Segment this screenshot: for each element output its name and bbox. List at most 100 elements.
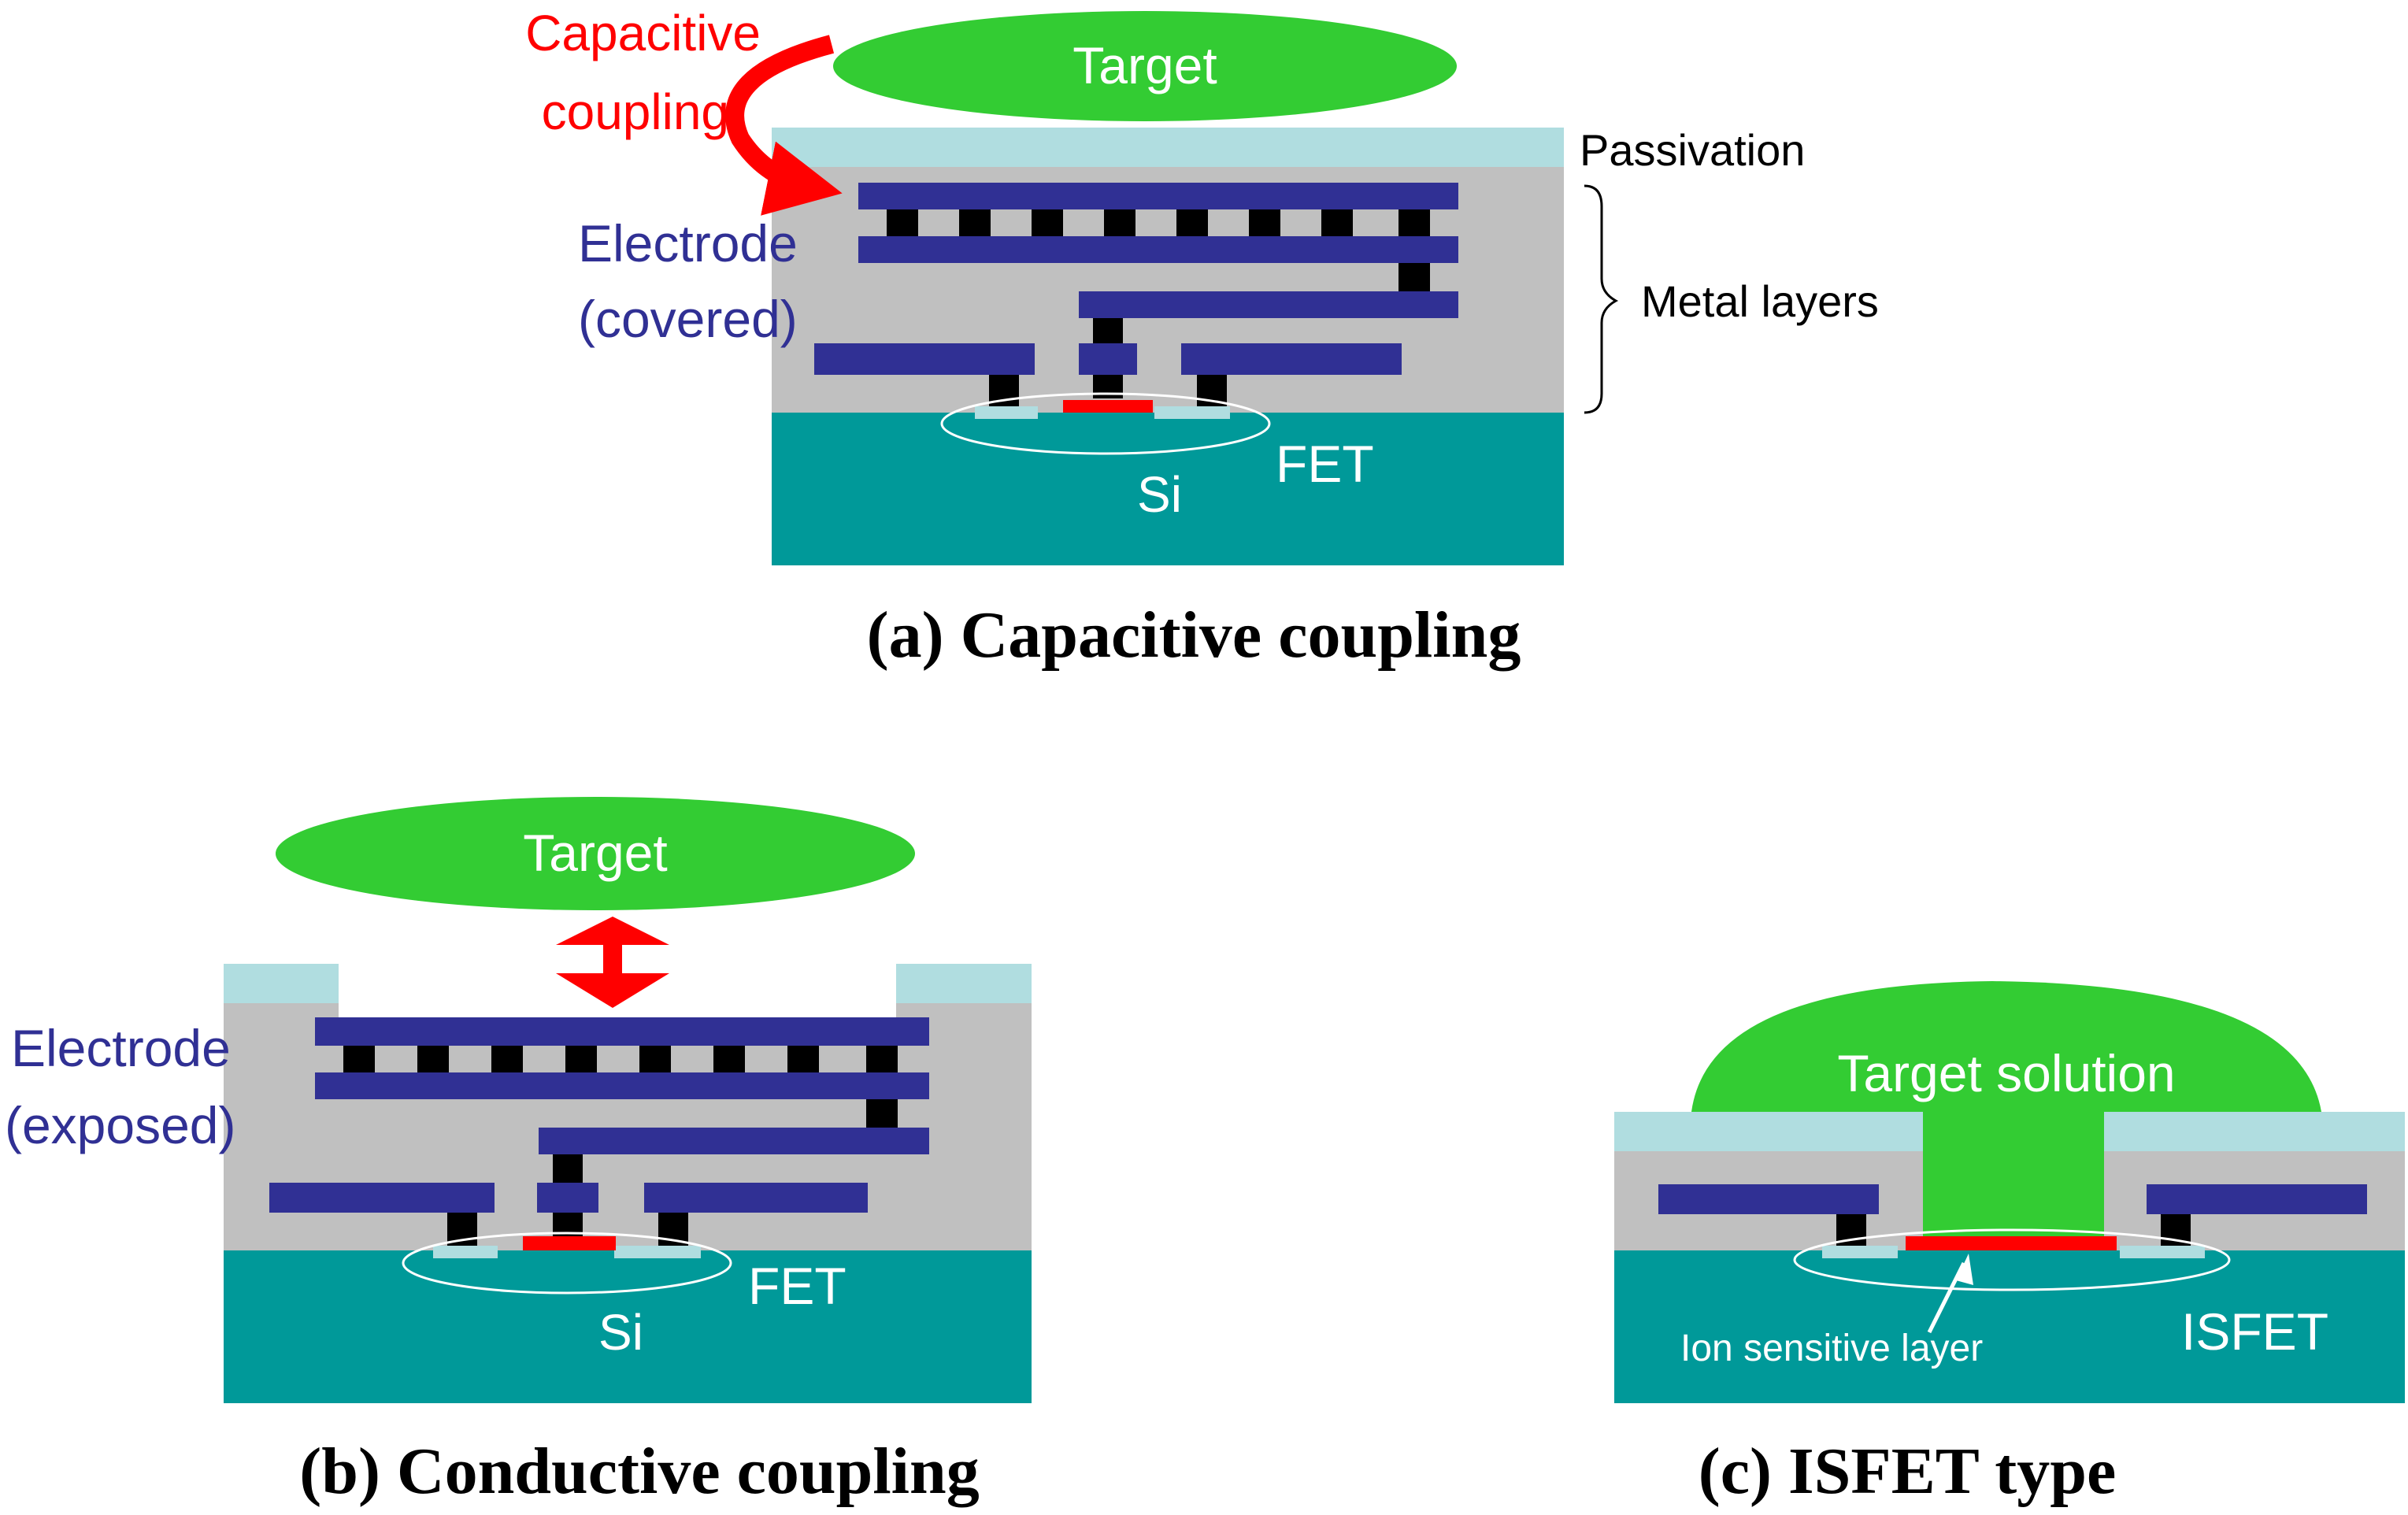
metal-layer-3 xyxy=(1079,291,1458,318)
drain-region xyxy=(1154,406,1230,419)
passivation-layer xyxy=(772,128,1564,167)
via xyxy=(1093,318,1123,343)
isfet-device xyxy=(1793,1228,2231,1291)
panel-a: Target Capacitive coupling Electrode (co… xyxy=(525,5,1879,672)
oxide-right-pillar xyxy=(896,1003,1032,1019)
via xyxy=(565,1046,597,1072)
source-region xyxy=(1822,1246,1898,1258)
source-region xyxy=(975,406,1038,419)
metal-layer-2 xyxy=(858,236,1458,263)
via xyxy=(553,1154,583,1183)
capacitive-coupling-label-line1: Capacitive xyxy=(525,5,761,61)
target-solution-blob xyxy=(1691,981,2321,1112)
via xyxy=(491,1046,523,1072)
arrow-head-up xyxy=(556,917,669,945)
ion-layer-pointer xyxy=(1927,1261,1966,1334)
via xyxy=(2161,1214,2191,1249)
via xyxy=(1398,263,1430,291)
oxide-left-pillar xyxy=(224,1003,339,1019)
metal-layers xyxy=(269,1017,929,1213)
via xyxy=(1398,209,1430,236)
target-label: Target xyxy=(1072,36,1217,94)
passivation-left xyxy=(1614,1112,1923,1151)
gate xyxy=(1063,400,1153,413)
metal-layers-brace xyxy=(1584,184,1619,414)
fet-device xyxy=(402,1232,732,1295)
si-label: Si xyxy=(598,1304,643,1361)
via xyxy=(1176,209,1208,236)
via xyxy=(959,209,991,236)
metal-layer-4-left xyxy=(814,343,1035,375)
arrow-shaft xyxy=(603,939,622,980)
target-blob xyxy=(833,11,1457,121)
drain-region xyxy=(614,1246,701,1258)
via xyxy=(639,1046,671,1072)
electrode-label-line1: Electrode xyxy=(11,1019,231,1077)
metal-left xyxy=(1658,1184,1879,1214)
fet-label: FET xyxy=(748,1257,847,1315)
via xyxy=(787,1046,819,1072)
metal-layer-4-center xyxy=(537,1183,598,1213)
target-label: Target xyxy=(523,824,667,882)
metal-layer-3 xyxy=(539,1128,929,1154)
isfet-label: ISFET xyxy=(2181,1302,2328,1361)
conductive-coupling-arrow xyxy=(556,917,669,1008)
via xyxy=(1836,1214,1866,1249)
silicon-substrate xyxy=(772,413,1564,565)
caption-c: (c) ISFET type xyxy=(1699,1435,2116,1508)
gate xyxy=(523,1236,616,1250)
passivation-right xyxy=(2104,1112,2405,1151)
capacitive-coupling-label-line2: coupling xyxy=(542,83,729,140)
metal-layer-4-center xyxy=(1079,343,1137,375)
via xyxy=(887,209,918,236)
metal-layer-4-right xyxy=(1181,343,1402,375)
electrode-label-line1: Electrode xyxy=(578,214,798,272)
via xyxy=(1321,209,1353,236)
via xyxy=(866,1046,898,1072)
electrode-label-line2: (covered) xyxy=(578,290,798,348)
via xyxy=(417,1046,449,1072)
caption-a: (a) Capacitive coupling xyxy=(867,598,1521,672)
via xyxy=(1249,209,1280,236)
electrode-label-line2: (exposed) xyxy=(5,1096,236,1154)
arrow-head-down xyxy=(556,973,669,1008)
target-solution-well xyxy=(1923,1102,2104,1236)
source-region xyxy=(433,1246,498,1258)
ion-layer-pointer-head xyxy=(1956,1254,1973,1285)
capacitive-coupling-arrow xyxy=(725,35,843,216)
target-solution-label: Target solution xyxy=(1837,1044,2175,1102)
metal-right xyxy=(2147,1184,2367,1214)
silicon-substrate xyxy=(224,1250,1032,1403)
metal-layers-label: Metal layers xyxy=(1641,276,1879,326)
metal-top-electrode xyxy=(315,1017,929,1046)
ion-sensitive-layer-label: Ion sensitive layer xyxy=(1680,1328,1983,1369)
metal-layer-2 xyxy=(315,1072,929,1099)
panel-b: Target Electrode (exposed) Si FET (b) Co… xyxy=(5,797,1032,1508)
via xyxy=(1032,209,1063,236)
si-label: Si xyxy=(1137,466,1182,523)
metal-layer-4-right xyxy=(644,1183,868,1213)
ion-sensitive-layer xyxy=(1906,1236,2117,1250)
passivation-right xyxy=(896,964,1032,1003)
isfet-outline xyxy=(1793,1228,2231,1291)
vias xyxy=(887,209,1430,408)
passivation-left xyxy=(224,964,339,1003)
via xyxy=(1104,209,1135,236)
metal-top-electrode xyxy=(858,183,1458,209)
metal-layers xyxy=(814,183,1458,375)
via xyxy=(343,1046,375,1072)
caption-b: (b) Conductive coupling xyxy=(299,1435,979,1508)
silicon-substrate xyxy=(1614,1250,2405,1403)
fet-device xyxy=(940,392,1271,455)
panel-c: Target solution Ion sensitive layer ISFE… xyxy=(1614,981,2405,1508)
via xyxy=(866,1099,898,1128)
target-blob xyxy=(276,797,915,910)
fet-outline xyxy=(940,392,1271,455)
drain-region xyxy=(2120,1246,2205,1258)
passivation-label: Passivation xyxy=(1580,125,1805,175)
via xyxy=(713,1046,745,1072)
metal-layer-4-left xyxy=(269,1183,495,1213)
fet-label: FET xyxy=(1276,435,1374,493)
fet-outline xyxy=(402,1232,732,1295)
